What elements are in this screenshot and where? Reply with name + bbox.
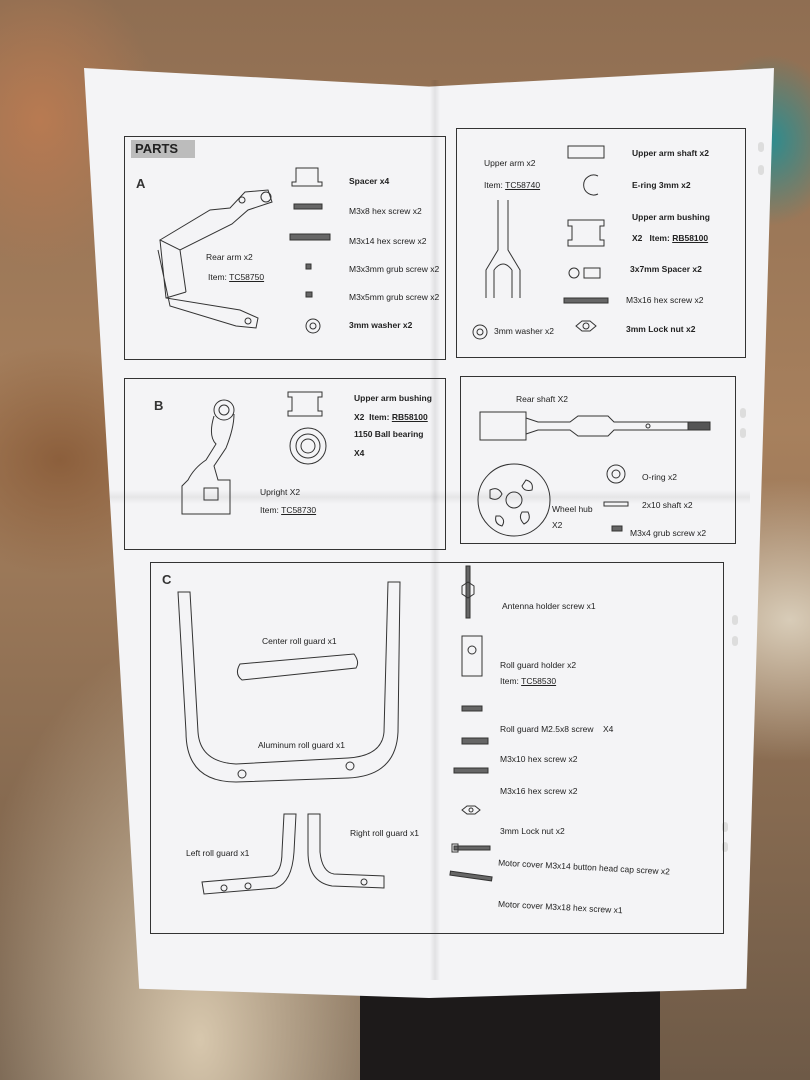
rear-shaft-drawing bbox=[478, 408, 714, 444]
spacer-label: Spacer x4 bbox=[349, 176, 390, 186]
wheel-hub-label: Wheel hub bbox=[552, 504, 593, 514]
bushing-bearing-icons bbox=[284, 388, 330, 468]
right-roll-guard-label: Right roll guard x1 bbox=[350, 828, 419, 838]
upright-drawing bbox=[178, 396, 248, 516]
panel-b bbox=[124, 378, 446, 550]
upper-arm-bushing-item: X2 Item: RB58100 bbox=[632, 233, 709, 243]
roll-guard-holder-label: Roll guard holder x2 bbox=[500, 660, 577, 670]
vertical-fold bbox=[430, 80, 440, 980]
shaft-2x10-label: 2x10 shaft x2 bbox=[642, 500, 693, 510]
horizontal-fold bbox=[110, 490, 750, 504]
left-roll-guard-label: Left roll guard x1 bbox=[186, 848, 250, 858]
section-letter-c: C bbox=[162, 572, 172, 587]
upper-arm-parts-icons bbox=[564, 140, 612, 340]
oring-shaft-grub-icons bbox=[600, 462, 630, 532]
roll-guard-holder-item: Item: TC58530 bbox=[500, 676, 557, 686]
roll-guards-drawing bbox=[176, 582, 408, 892]
lock-nut-c-label: 3mm Lock nut x2 bbox=[500, 826, 565, 836]
punch-hole bbox=[758, 142, 764, 152]
upper-arm-label: Upper arm x2 bbox=[484, 158, 536, 168]
punch-hole bbox=[758, 165, 764, 175]
upper-arm-shaft-label: Upper arm shaft x2 bbox=[632, 148, 709, 158]
rear-arm-item: Item: TC58750 bbox=[208, 272, 265, 282]
panel-c-hardware-icons bbox=[446, 566, 496, 896]
instruction-sheet bbox=[84, 68, 774, 998]
punch-hole bbox=[722, 842, 728, 852]
punch-hole bbox=[732, 636, 738, 646]
panel-a bbox=[124, 136, 446, 360]
m3x14-screw-label: M3x14 hex screw x2 bbox=[349, 236, 427, 246]
section-letter-b: B bbox=[154, 398, 164, 413]
section-letter-a: A bbox=[136, 176, 146, 191]
upright-label: Upright X2 bbox=[260, 487, 301, 497]
bushing-item: X2 Item: RB58100 bbox=[354, 412, 428, 422]
wheel-hub-drawing bbox=[474, 462, 554, 538]
spacer-3x7-label: 3x7mm Spacer x2 bbox=[630, 264, 702, 274]
upright-item: Item: TC58730 bbox=[260, 505, 317, 515]
upper-arm-drawing bbox=[478, 200, 528, 300]
m3x16-screw-label: M3x16 hex screw x2 bbox=[500, 786, 578, 796]
wheel-hub-qty: X2 bbox=[552, 520, 563, 530]
aluminum-roll-guard-label: Aluminum roll guard x1 bbox=[258, 740, 345, 750]
parts-header: PARTS bbox=[131, 140, 195, 158]
m3x3-grub-label: M3x3mm grub screw x2 bbox=[349, 264, 440, 274]
m3x10-screw-label: M3x10 hex screw x2 bbox=[500, 754, 578, 764]
washer-icon bbox=[470, 322, 490, 342]
rear-arm-drawing bbox=[150, 180, 290, 330]
m3x8-screw-label: M3x8 hex screw x2 bbox=[349, 206, 422, 216]
bushing-label: Upper arm bushing bbox=[354, 393, 432, 403]
upper-arm-bushing-label: Upper arm bushing bbox=[632, 212, 710, 222]
ball-bearing-qty: X4 bbox=[354, 448, 365, 458]
ball-bearing-label: 1150 Ball bearing bbox=[354, 429, 424, 439]
center-roll-guard-label: Center roll guard x1 bbox=[262, 636, 337, 646]
upper-arm-item: Item: TC58740 bbox=[484, 180, 541, 190]
rear-arm-label: Rear arm x2 bbox=[206, 252, 253, 262]
e-ring-label: E-ring 3mm x2 bbox=[632, 180, 691, 190]
roll-guard-screw-label: Roll guard M2.5x8 screw X4 bbox=[500, 724, 614, 734]
punch-hole bbox=[732, 615, 738, 625]
punch-hole bbox=[740, 428, 746, 438]
oring-label: O-ring x2 bbox=[642, 472, 677, 482]
lock-nut-label: 3mm Lock nut x2 bbox=[626, 324, 696, 334]
panel-rear-shaft bbox=[460, 376, 736, 544]
m3x5-grub-label: M3x5mm grub screw x2 bbox=[349, 292, 440, 302]
antenna-screw-label: Antenna holder screw x1 bbox=[502, 601, 596, 611]
rear-shaft-label: Rear shaft X2 bbox=[516, 394, 568, 404]
m3x16-screw-label: M3x16 hex screw x2 bbox=[626, 295, 704, 305]
punch-hole bbox=[722, 822, 728, 832]
panel-c bbox=[150, 562, 724, 934]
punch-hole bbox=[740, 408, 746, 418]
upper-arm-washer-label: 3mm washer x2 bbox=[494, 326, 554, 336]
panel-upper-arm bbox=[456, 128, 746, 358]
washer-label: 3mm washer x2 bbox=[349, 320, 413, 330]
panel-a-parts-icons bbox=[290, 164, 330, 344]
grub-m3x4-label: M3x4 grub screw x2 bbox=[630, 528, 707, 538]
